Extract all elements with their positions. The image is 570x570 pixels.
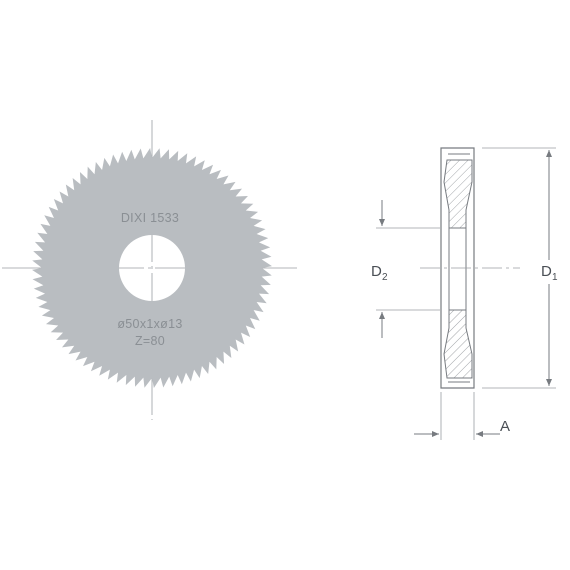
dimension-a-label: A bbox=[500, 418, 510, 435]
blade-size-text: ø50x1xø13 bbox=[117, 317, 182, 331]
dimension-d2-label: D bbox=[371, 263, 382, 280]
blade-brand-text: DIXI 1533 bbox=[121, 211, 179, 225]
saw-blade-body bbox=[32, 148, 272, 388]
side-profile-taper bbox=[440, 148, 475, 388]
dimension-a: A bbox=[414, 392, 510, 440]
dimension-d2-subscript: 2 bbox=[382, 272, 388, 283]
dimension-d1: D 1 bbox=[482, 147, 558, 389]
lower-section-hatch bbox=[443, 309, 473, 379]
blade-teeth-text: Z=80 bbox=[135, 334, 165, 348]
dimension-d1-label: D bbox=[541, 263, 552, 280]
dimension-d2: D 2 bbox=[371, 200, 440, 338]
dimension-d1-subscript: 1 bbox=[552, 272, 558, 283]
saw-blade-front-view: DIXI 1533 ø50x1xø13 Z=80 bbox=[2, 120, 300, 420]
bore-slot bbox=[448, 227, 467, 311]
saw-blade-side-view: D 1 D 2 A bbox=[371, 147, 558, 440]
